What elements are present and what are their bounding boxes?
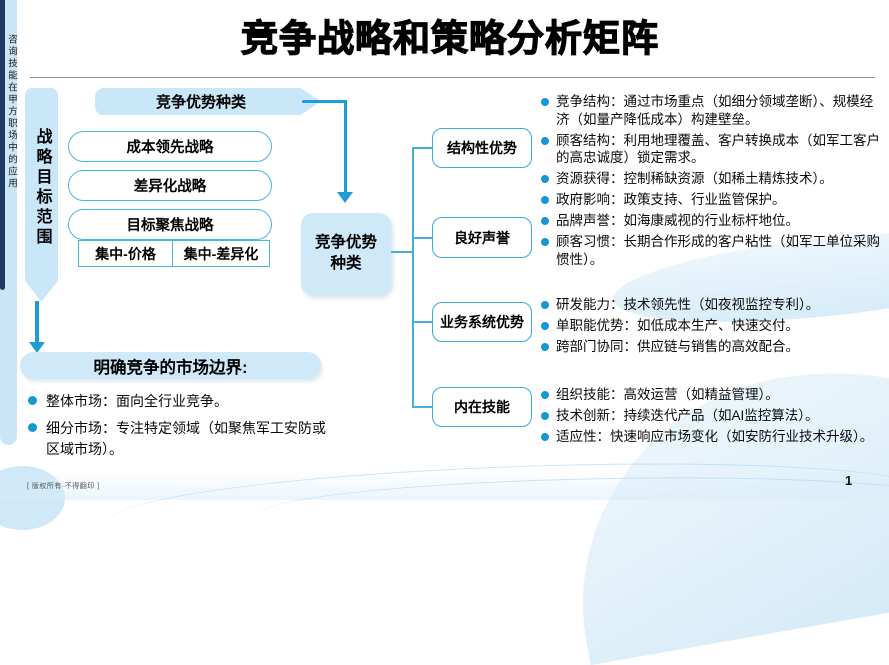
tree-connector-root xyxy=(390,251,413,253)
list-item: 竞争结构：通过市场重点（如细分领域垄断）、规模经济（如量产降低成本）构建壁垒。 xyxy=(541,93,885,129)
decorative-footer-wash xyxy=(0,470,889,500)
branch-box-internal-skills: 内在技能 xyxy=(432,387,532,427)
bullet-dot-icon xyxy=(541,411,549,420)
bullet-text: 研发能力：技术领先性（如夜视监控专利）。 xyxy=(556,297,820,312)
bullet-text: 顾客习惯：长期合作形成的客户粘性（如军工单位采购惯性）。 xyxy=(556,233,880,267)
elbow-connector-horizontal xyxy=(302,100,347,103)
advantage-type-header-banner: 竞争优势种类 xyxy=(95,88,321,115)
tree-connector-branch xyxy=(412,147,433,149)
list-item: 顾客结构：利用地理覆盖、客户转换成本（如军工客户的高忠诚度）锁定需求。 xyxy=(541,132,885,168)
page-number: 1 xyxy=(845,473,853,488)
title-divider xyxy=(30,77,875,78)
advantage-type-header-label: 竞争优势种类 xyxy=(155,94,246,111)
sidebar-vertical-label: 咨询技能在甲方职场中的应用 xyxy=(6,34,17,190)
strategy-box-focus: 目标聚焦战略 xyxy=(68,209,272,240)
bullet-dot-icon xyxy=(541,301,549,309)
branch-box-good-reputation: 良好声誉 xyxy=(432,217,532,258)
branch-box-structural-advantage: 结构性优势 xyxy=(432,128,532,168)
list-item: 细分市场：专注特定领域（如聚焦军工安防或区域市场）。 xyxy=(28,418,336,459)
bullet-text: 品牌声誉：如海康威视的行业标杆地位。 xyxy=(556,213,799,228)
list-item: 单职能优势：如低成本生产、快速交付。 xyxy=(541,317,885,335)
bullet-text: 组织技能：高效运营（如精益管理）。 xyxy=(556,387,779,402)
branch-box-business-system-advantage: 业务系统优势 xyxy=(432,302,532,342)
list-item: 组织技能：高效运营（如精益管理）。 xyxy=(541,386,885,404)
bullet-dot-icon xyxy=(541,196,549,205)
bullet-text: 适应性：快速响应市场变化（如安防行业技术升级）。 xyxy=(556,428,874,444)
bullet-dot-icon xyxy=(541,391,549,399)
tree-connector-spine xyxy=(412,148,414,407)
bullet-text: 单职能优势：如低成本生产、快速交付。 xyxy=(556,317,799,333)
bullet-dot-icon xyxy=(28,423,37,433)
market-boundary-list: 整体市场：面向全行业竞争。 细分市场：专注特定领域（如聚焦军工安防或区域市场）。 xyxy=(28,391,336,466)
list-item: 整体市场：面向全行业竞争。 xyxy=(28,391,336,411)
list-item: 顾客习惯：长期合作形成的客户粘性（如军工单位采购惯性）。 xyxy=(541,233,885,269)
branch-bullets-structural: 竞争结构：通过市场重点（如细分领域垄断）、规模经济（如量产降低成本）构建壁垒。 … xyxy=(541,93,885,212)
bullet-text: 政府影响：政策支持、行业监管保护。 xyxy=(556,192,786,208)
center-node-advantage-types: 竞争优势种类 xyxy=(301,213,391,295)
bullet-text: 整体市场：面向全行业竞争。 xyxy=(46,393,228,409)
bullet-dot-icon xyxy=(541,432,549,441)
tree-connector-branch xyxy=(412,237,433,239)
list-item: 资源获得：控制稀缺资源（如稀土精炼技术）。 xyxy=(541,170,885,188)
bullet-text: 顾客结构：利用地理覆盖、客户转换成本（如军工客户的高忠诚度）锁定需求。 xyxy=(556,132,880,166)
list-item: 政府影响：政策支持、行业监管保护。 xyxy=(541,191,885,209)
bullet-dot-icon xyxy=(541,136,549,145)
bullet-dot-icon xyxy=(541,217,549,225)
copyright-note: [ 版权所有·不得翻印 ] xyxy=(27,483,100,490)
center-node-label: 竞争优势种类 xyxy=(314,234,377,272)
bullet-text: 跨部门协同：供应链与销售的高效配合。 xyxy=(556,338,799,354)
focus-variant-box-differentiation: 集中-差异化 xyxy=(172,240,270,267)
bullet-dot-icon xyxy=(541,321,549,330)
bullet-dot-icon xyxy=(541,342,549,351)
strategy-scope-label: 战略目标范围 xyxy=(33,128,51,248)
list-item: 跨部门协同：供应链与销售的高效配合。 xyxy=(541,338,885,356)
down-arrow-icon xyxy=(29,342,45,353)
strategy-box-differentiation: 差异化战略 xyxy=(68,170,272,201)
down-arrowhead-icon xyxy=(337,192,353,203)
list-item: 适应性：快速响应市场变化（如安防行业技术升级）。 xyxy=(541,428,885,446)
branch-bullets-internal-skills: 组织技能：高效运营（如精益管理）。 技术创新：持续迭代产品（如AI监控算法）。 … xyxy=(541,386,885,448)
bullet-dot-icon xyxy=(28,396,37,405)
bullet-text: 技术创新：持续迭代产品（如AI监控算法）。 xyxy=(556,407,819,423)
strategy-box-cost-leadership: 成本领先战略 xyxy=(68,131,272,162)
bullet-dot-icon xyxy=(541,237,549,246)
scope-down-arrow-shaft xyxy=(35,301,39,343)
list-item: 品牌声誉：如海康威视的行业标杆地位。 xyxy=(541,212,885,230)
bullet-dot-icon xyxy=(541,98,549,106)
bullet-text: 细分市场：专注特定领域（如聚焦军工安防或区域市场）。 xyxy=(46,420,326,457)
list-item: 研发能力：技术领先性（如夜视监控专利）。 xyxy=(541,296,885,314)
bullet-text: 资源获得：控制稀缺资源（如稀土精炼技术）。 xyxy=(556,171,833,187)
list-item: 技术创新：持续迭代产品（如AI监控算法）。 xyxy=(541,407,885,425)
tree-connector-branch xyxy=(412,321,433,323)
bullet-dot-icon xyxy=(541,175,549,184)
branch-bullets-business-system: 研发能力：技术领先性（如夜视监控专利）。 单职能优势：如低成本生产、快速交付。 … xyxy=(541,296,885,358)
market-boundary-header: 明确竞争的市场边界: xyxy=(20,352,321,379)
sidebar-navy-strip xyxy=(0,0,5,290)
bullet-text: 竞争结构：通过市场重点（如细分领域垄断）、规模经济（如量产降低成本）构建壁垒。 xyxy=(556,94,874,127)
page-title: 竞争战略和策略分析矩阵 xyxy=(240,17,659,59)
strategy-scope-banner: 战略目标范围 xyxy=(25,88,58,302)
branch-bullets-reputation: 品牌声誉：如海康威视的行业标杆地位。 顾客习惯：长期合作形成的客户粘性（如军工单… xyxy=(541,212,885,271)
focus-variant-box-price: 集中-价格 xyxy=(78,240,173,267)
tree-connector-branch xyxy=(412,406,433,408)
elbow-connector-vertical xyxy=(344,100,347,193)
